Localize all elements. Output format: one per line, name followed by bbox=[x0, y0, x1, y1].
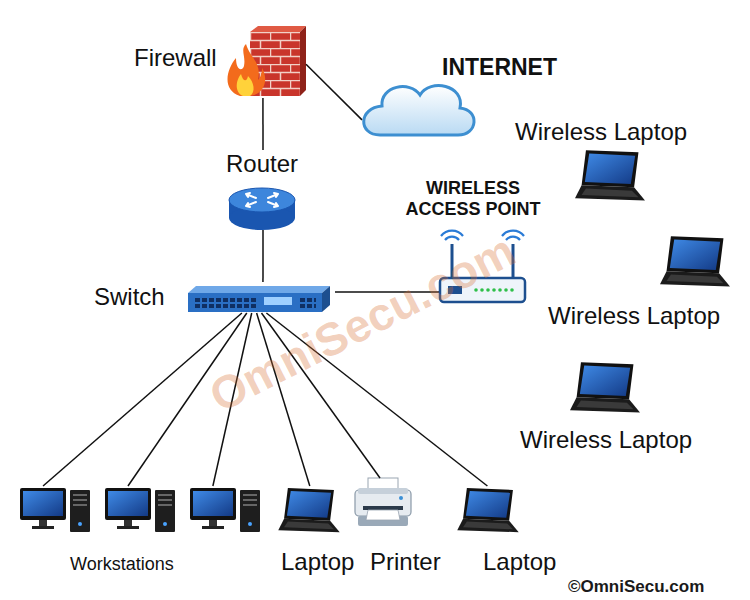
laptop-icon bbox=[457, 488, 518, 532]
network-link bbox=[262, 230, 264, 282]
switch-icon bbox=[322, 286, 330, 312]
wireless-laptop-icon bbox=[570, 362, 640, 412]
watermark: OmniSecu.com bbox=[201, 224, 523, 423]
wireless-laptop-node: Wireless Laptop bbox=[545, 236, 745, 332]
firewall-icon bbox=[250, 26, 306, 32]
workstations-node: Workstations bbox=[15, 486, 270, 578]
node-label: Wireless Laptop bbox=[515, 118, 687, 146]
copyright-notice: ©OmniSecu.com bbox=[568, 577, 704, 597]
switch-node: Switch bbox=[90, 282, 335, 313]
network-link bbox=[262, 98, 264, 150]
node-label: INTERNET bbox=[442, 54, 557, 80]
firewall-icon bbox=[228, 44, 266, 96]
access-point-icon bbox=[492, 288, 496, 292]
router-icon bbox=[229, 188, 295, 230]
firewall-icon bbox=[228, 26, 307, 96]
switch-icon bbox=[188, 286, 330, 293]
printer-icon bbox=[358, 488, 408, 494]
wireless-laptop-node: Wireless Laptop bbox=[515, 360, 725, 456]
switch-icon bbox=[188, 286, 330, 312]
printer-icon bbox=[355, 478, 411, 526]
node-label: Laptop bbox=[281, 548, 354, 576]
workstation-icon bbox=[190, 488, 260, 532]
network-link bbox=[43, 313, 242, 486]
access-point-icon bbox=[510, 288, 514, 292]
printer-icon bbox=[363, 506, 403, 510]
workstation-icon bbox=[105, 488, 175, 532]
laptop-node: Laptop bbox=[455, 486, 575, 578]
node-label: Switch bbox=[94, 283, 165, 311]
printer-node: Printer bbox=[352, 478, 452, 578]
wireless-laptop-node: Wireless Laptop bbox=[510, 118, 725, 208]
access-point-icon bbox=[498, 288, 502, 292]
firewall-node: Firewall bbox=[128, 26, 306, 98]
firewall-icon bbox=[300, 26, 306, 96]
wireless-laptop-icon bbox=[660, 236, 730, 286]
switch-icon bbox=[298, 297, 316, 309]
node-label: Workstations bbox=[70, 554, 174, 575]
laptop-icon bbox=[278, 488, 518, 532]
node-label: Router bbox=[226, 150, 298, 178]
printer-icon bbox=[399, 496, 403, 500]
access-point-icon bbox=[504, 288, 508, 292]
printer-icon bbox=[366, 510, 400, 520]
switch-icon bbox=[194, 297, 257, 309]
workstation-icon bbox=[20, 488, 90, 532]
router-icon bbox=[229, 188, 295, 212]
node-label: Firewall bbox=[134, 44, 217, 72]
node-label: Printer bbox=[370, 548, 441, 576]
node-label: Laptop bbox=[483, 548, 556, 576]
switch-icon bbox=[188, 293, 322, 312]
wireless-laptop-icon bbox=[570, 150, 730, 412]
node-label: Wireless Laptop bbox=[520, 426, 692, 454]
network-link bbox=[306, 64, 362, 120]
workstation-icon bbox=[20, 488, 260, 532]
laptop-node: Laptop bbox=[272, 486, 362, 578]
node-label: WIRELESS ACCESS POINT bbox=[388, 178, 558, 219]
firewall-icon bbox=[237, 74, 254, 96]
node-label: Wireless Laptop bbox=[548, 302, 720, 330]
internet-cloud bbox=[364, 86, 474, 135]
router-node: Router bbox=[215, 150, 307, 230]
internet-cloud bbox=[364, 86, 474, 135]
switch-icon bbox=[264, 297, 292, 305]
laptop-icon bbox=[278, 488, 339, 532]
wireless-laptop-icon bbox=[575, 150, 645, 200]
router-icon bbox=[246, 193, 278, 207]
